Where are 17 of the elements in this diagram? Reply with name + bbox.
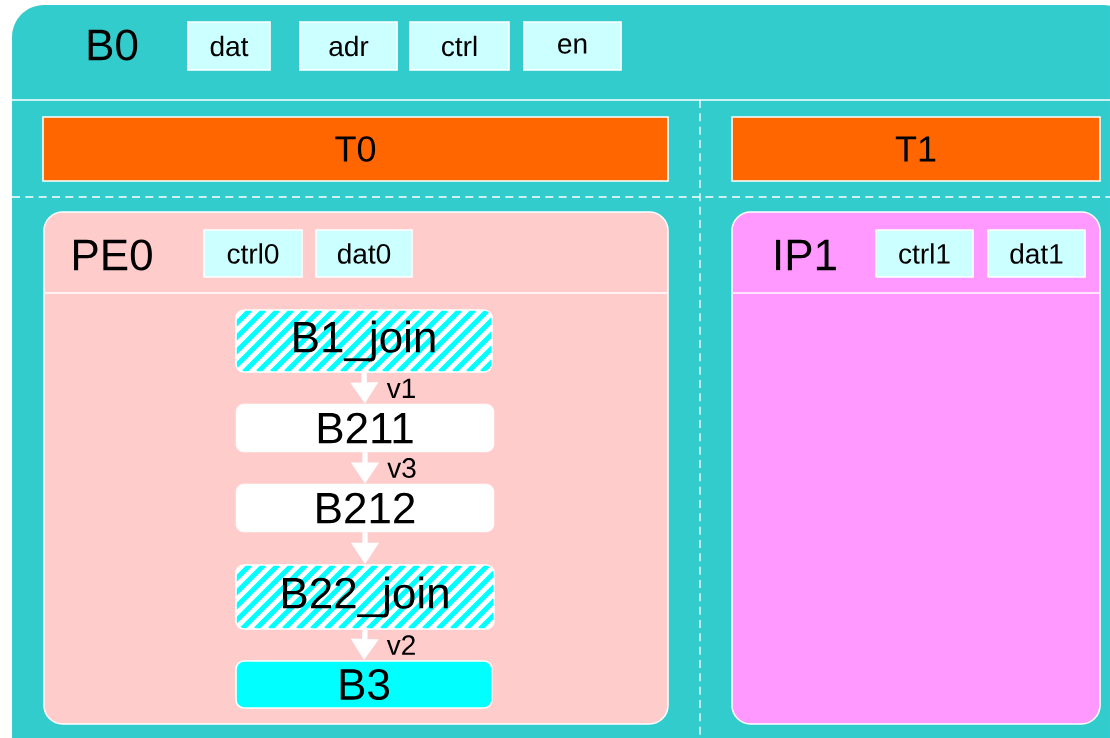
thread-bar: T1 [731,116,1101,182]
port-box: adr [299,21,398,71]
port-box: ctrl1 [875,229,974,278]
heading: PE0 [74,239,152,271]
edge-label: v2 [386,635,415,655]
heading: B0 [88,29,138,61]
thread-bar: T0 [42,116,669,182]
heading: IP1 [776,239,836,271]
port-box: en [523,21,622,71]
edge-label: v3 [387,458,416,478]
port-box: ctrl0 [203,229,303,278]
block-box: B3 [235,660,493,709]
port-box: dat [187,21,271,71]
port-box: ctrl [409,21,510,71]
port-box: dat1 [987,229,1086,278]
port-box: dat0 [315,229,413,278]
edge-label: v1 [386,378,415,398]
